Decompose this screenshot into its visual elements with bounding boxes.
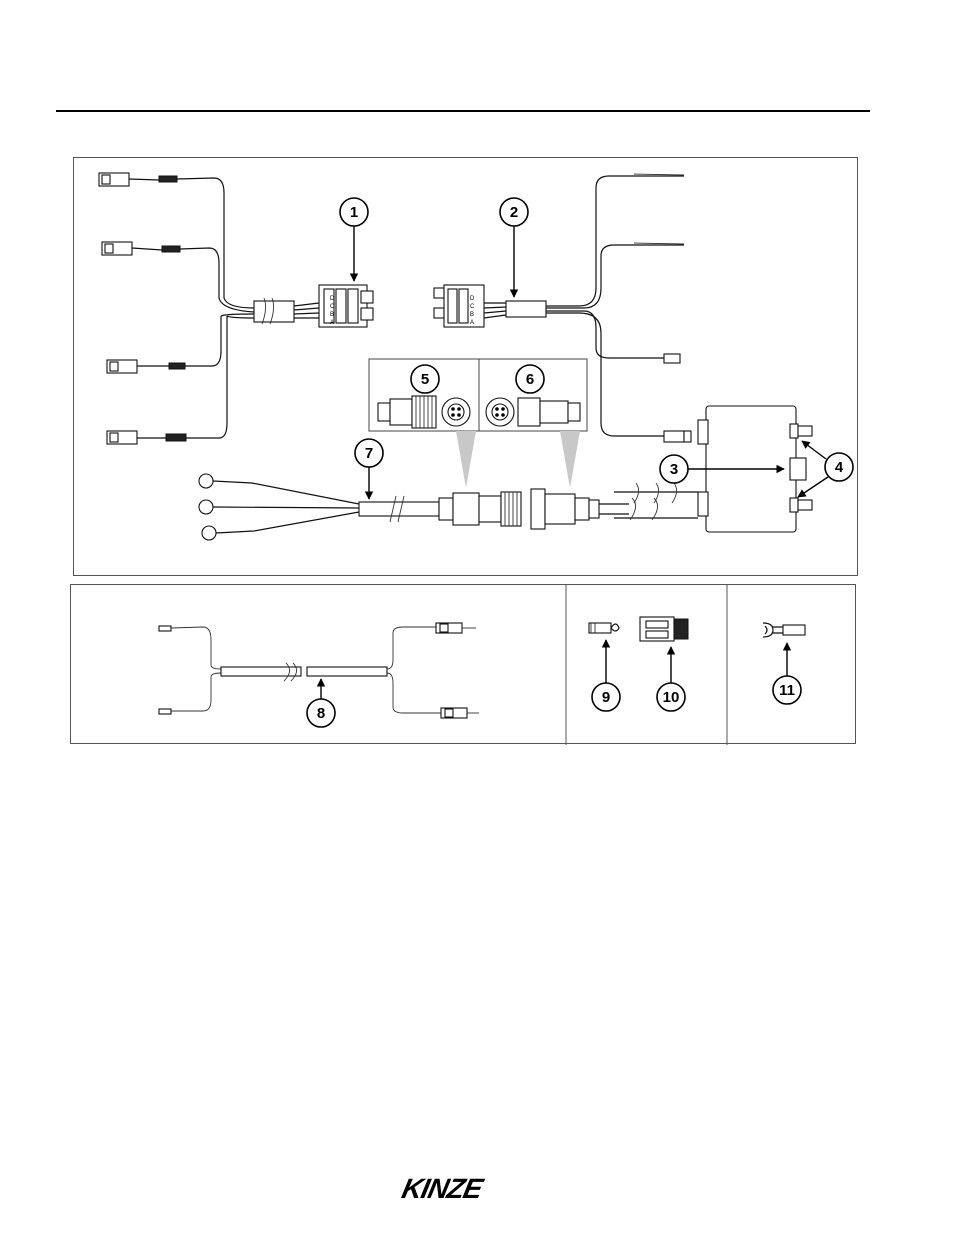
header-rule xyxy=(56,110,870,112)
callout-8: 8 xyxy=(307,679,335,727)
pin-label-d-right: D xyxy=(470,296,475,302)
pin-label-c: C xyxy=(330,304,335,310)
crimp-terminal xyxy=(589,623,619,633)
callout-3-label: 3 xyxy=(670,461,678,478)
callout-10-label: 10 xyxy=(663,689,680,706)
pin-label-d: D xyxy=(330,296,335,302)
callout-9: 9 xyxy=(592,640,620,711)
pin-label-c-right: C xyxy=(470,304,475,310)
plug-lead-1 xyxy=(99,173,224,298)
callout-11: 11 xyxy=(773,643,801,704)
callout-4-label: 4 xyxy=(835,459,844,476)
inset-5-connector-detail: 5 xyxy=(369,359,479,431)
four-pin-connector-female: D C B A xyxy=(319,285,373,327)
callout-2: 2 xyxy=(500,198,528,297)
logo-text: KINZE xyxy=(400,1172,487,1204)
plug-lead-4 xyxy=(107,316,227,444)
inset-6-connector-detail: 6 xyxy=(479,359,587,431)
pin-label-b-right: B xyxy=(470,312,474,318)
callout-9-label: 9 xyxy=(602,689,610,706)
callout-5-label: 5 xyxy=(421,371,429,388)
pin-label-a-right: A xyxy=(470,320,474,326)
pin-label-b: B xyxy=(330,312,334,318)
callout-2-label: 2 xyxy=(510,204,518,221)
left-sensor-harness: D C B A xyxy=(99,173,373,444)
callout-7: 7 xyxy=(355,439,383,499)
callout-11-label: 11 xyxy=(779,682,795,699)
callout-8-label: 8 xyxy=(317,705,325,722)
plug-lead-2 xyxy=(102,242,219,298)
four-pin-connector-male: D C B A xyxy=(434,285,484,327)
harness-diagram-panel: D C B A 1 D C B A xyxy=(73,157,858,576)
power-cable-with-ring-terminals xyxy=(199,474,658,540)
kinze-logo-mark: KINZE xyxy=(400,1172,520,1204)
callout-1-label: 1 xyxy=(350,204,358,221)
plug-housing xyxy=(640,617,688,641)
callout-10: 10 xyxy=(657,647,685,711)
callout-7-label: 7 xyxy=(365,445,373,462)
zoom-cone-5 xyxy=(456,431,476,488)
pin-label-a: A xyxy=(330,320,334,326)
zoom-cone-6 xyxy=(560,431,580,488)
parts-panel: 8 9 10 11 xyxy=(70,584,856,744)
parts-diagram: 8 9 10 11 xyxy=(71,585,857,745)
harness-diagram: D C B A 1 D C B A xyxy=(74,158,859,577)
plug-lead-3 xyxy=(107,316,221,373)
callout-6-label: 6 xyxy=(526,371,534,388)
fork-terminal xyxy=(763,623,805,637)
callout-1: 1 xyxy=(340,198,368,281)
